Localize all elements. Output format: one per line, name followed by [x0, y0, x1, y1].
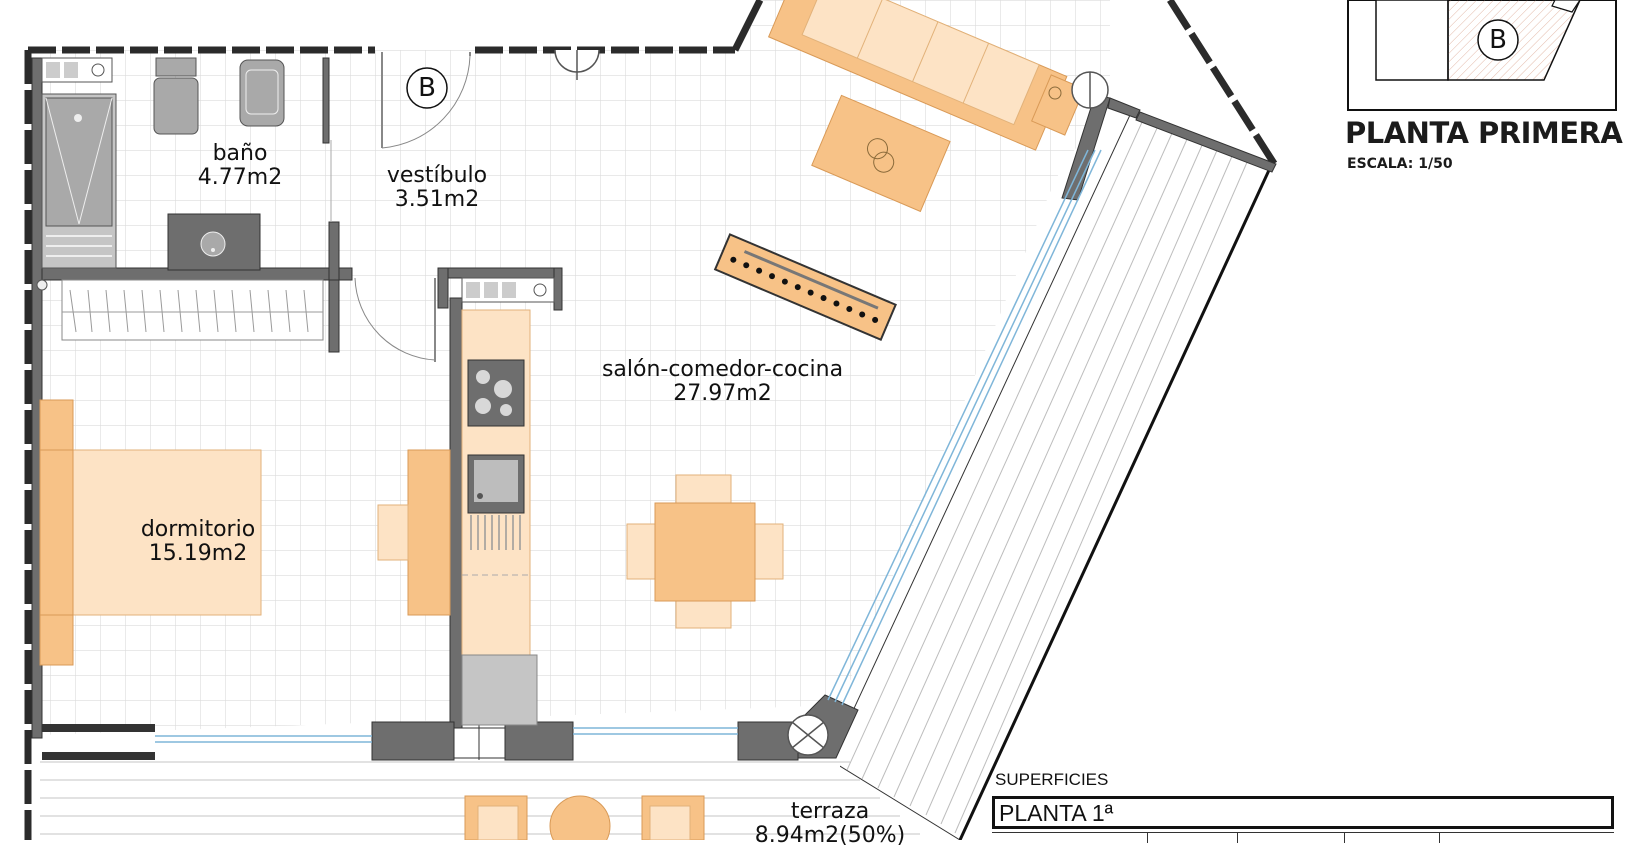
exterior-walls: [24, 0, 1278, 840]
room-area: 27.97m2: [673, 381, 772, 406]
key-plan: [1347, 0, 1617, 111]
room-name: dormitorio: [140, 517, 256, 542]
bottom-window-lines: [42, 722, 738, 760]
room-name: terraza: [790, 799, 870, 824]
terrace-deck-diagonal: [829, 114, 1272, 840]
room-label-vestibulo: vestíbulo 3.51m2: [372, 164, 502, 212]
bed: [39, 399, 262, 666]
room-area: 8.94m2(50%): [754, 823, 906, 848]
terrace-furniture: [464, 795, 705, 840]
room-label-salon: salón-comedor-cocina 27.97m2: [585, 358, 860, 406]
room-label-terraza: terraza 8.94m2(50%): [745, 800, 915, 848]
door-marker-label: B: [418, 73, 436, 103]
side-table: [1031, 74, 1085, 136]
wall-markers: [554, 49, 1109, 756]
key-plan-marker-label: B: [1489, 25, 1507, 55]
door-marker-circle: [406, 67, 448, 109]
interior-walls: [31, 57, 1277, 761]
room-area: 15.19m2: [148, 541, 248, 566]
room-name: vestíbulo: [386, 163, 488, 188]
diagonal-glazing: [827, 149, 1102, 706]
room-area: 3.51m2: [394, 187, 480, 212]
terrace-deck-bottom: [40, 745, 920, 840]
room-name: salón-comedor-cocina: [601, 357, 844, 382]
surfaces-title: SUPERFICIES: [995, 770, 1109, 789]
sheet-title: PLANTA PRIMERA: [1345, 116, 1623, 150]
kitchen-counter: [461, 277, 555, 726]
dining-table: [626, 474, 784, 629]
room-name: baño: [212, 141, 268, 166]
surfaces-floor-header: PLANTA 1ª: [992, 796, 1614, 829]
wardrobe: [36, 279, 324, 341]
doors: [330, 52, 471, 362]
bathroom-fixtures: [41, 57, 285, 271]
desk: [377, 449, 451, 616]
room-label-dormitorio: dormitorio 15.19m2: [128, 518, 268, 566]
media-unit: [713, 233, 897, 342]
key-plan-marker-circle: [1477, 19, 1519, 61]
surfaces-table-row: [992, 832, 1614, 843]
room-area: 4.77m2: [197, 165, 283, 190]
interior-floor: [30, 0, 1110, 735]
coffee-table: [811, 94, 951, 213]
sheet-scale: ESCALA: 1/50: [1347, 156, 1453, 172]
room-label-bano: baño 4.77m2: [180, 142, 300, 190]
